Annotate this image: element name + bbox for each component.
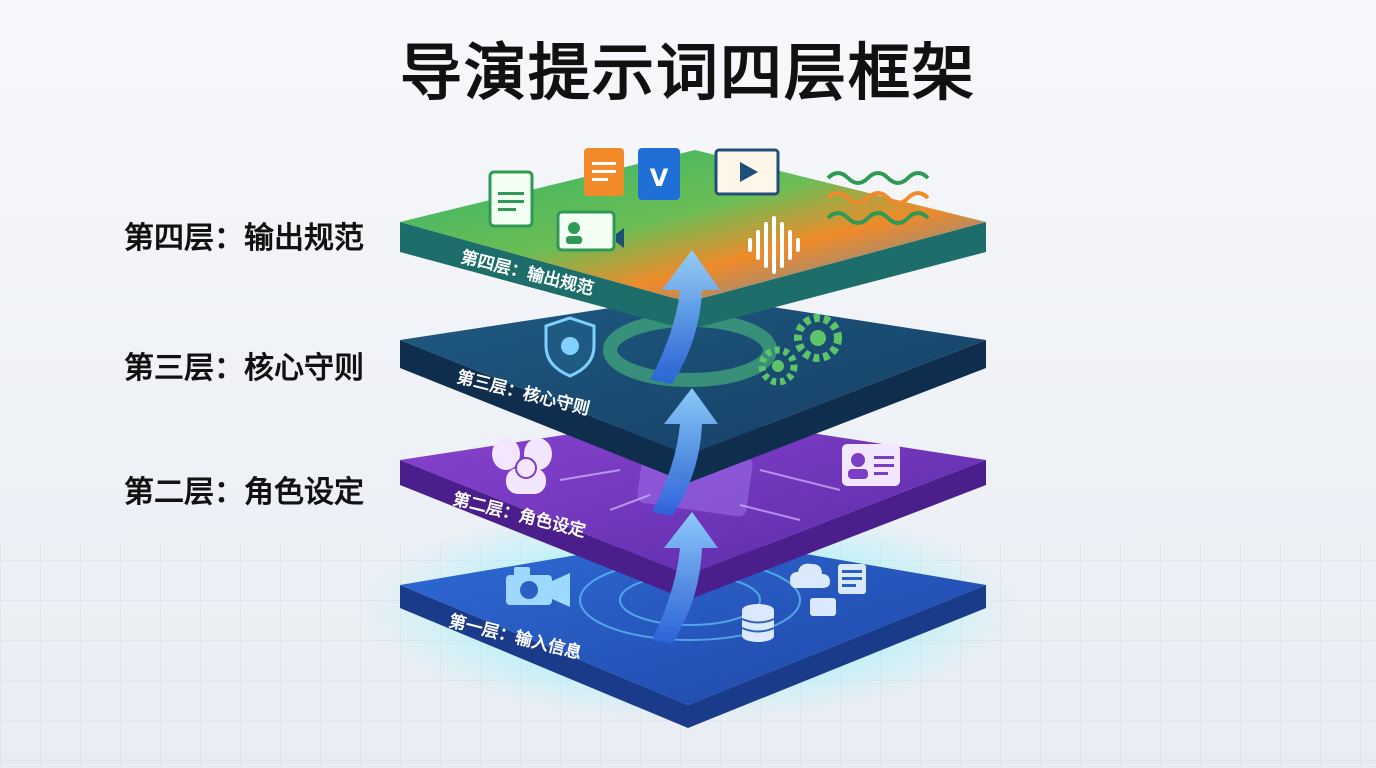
camera-icon <box>506 567 570 607</box>
svg-text:V: V <box>650 164 669 192</box>
side-label-layer-4: 第四层：输出规范 <box>124 221 364 256</box>
theater-masks-icon <box>492 438 552 494</box>
audio-waveforms-icon <box>826 171 930 225</box>
video-file-icon: V <box>638 148 680 200</box>
sound-wave-icon <box>748 216 800 274</box>
page-title: 导演提示词四层框架 <box>399 36 976 109</box>
shield-gear-icon <box>544 316 596 378</box>
arrow-layer-1-to-2 <box>652 512 718 644</box>
side-label-layer-2: 第二层：角色设定 <box>124 475 364 510</box>
document-icon <box>488 170 534 228</box>
profile-audio-icon <box>556 210 624 252</box>
arrow-layer-2-to-3 <box>652 388 718 516</box>
id-card-icon <box>842 444 900 486</box>
cloud-files-icon <box>790 563 866 616</box>
side-label-layer-3: 第三层：核心守则 <box>124 351 364 386</box>
file-icon <box>584 148 624 196</box>
gears-icon <box>758 314 842 386</box>
film-strip-icon <box>714 148 780 196</box>
database-icon <box>741 604 775 642</box>
arrow-layer-3-to-4 <box>650 250 720 384</box>
